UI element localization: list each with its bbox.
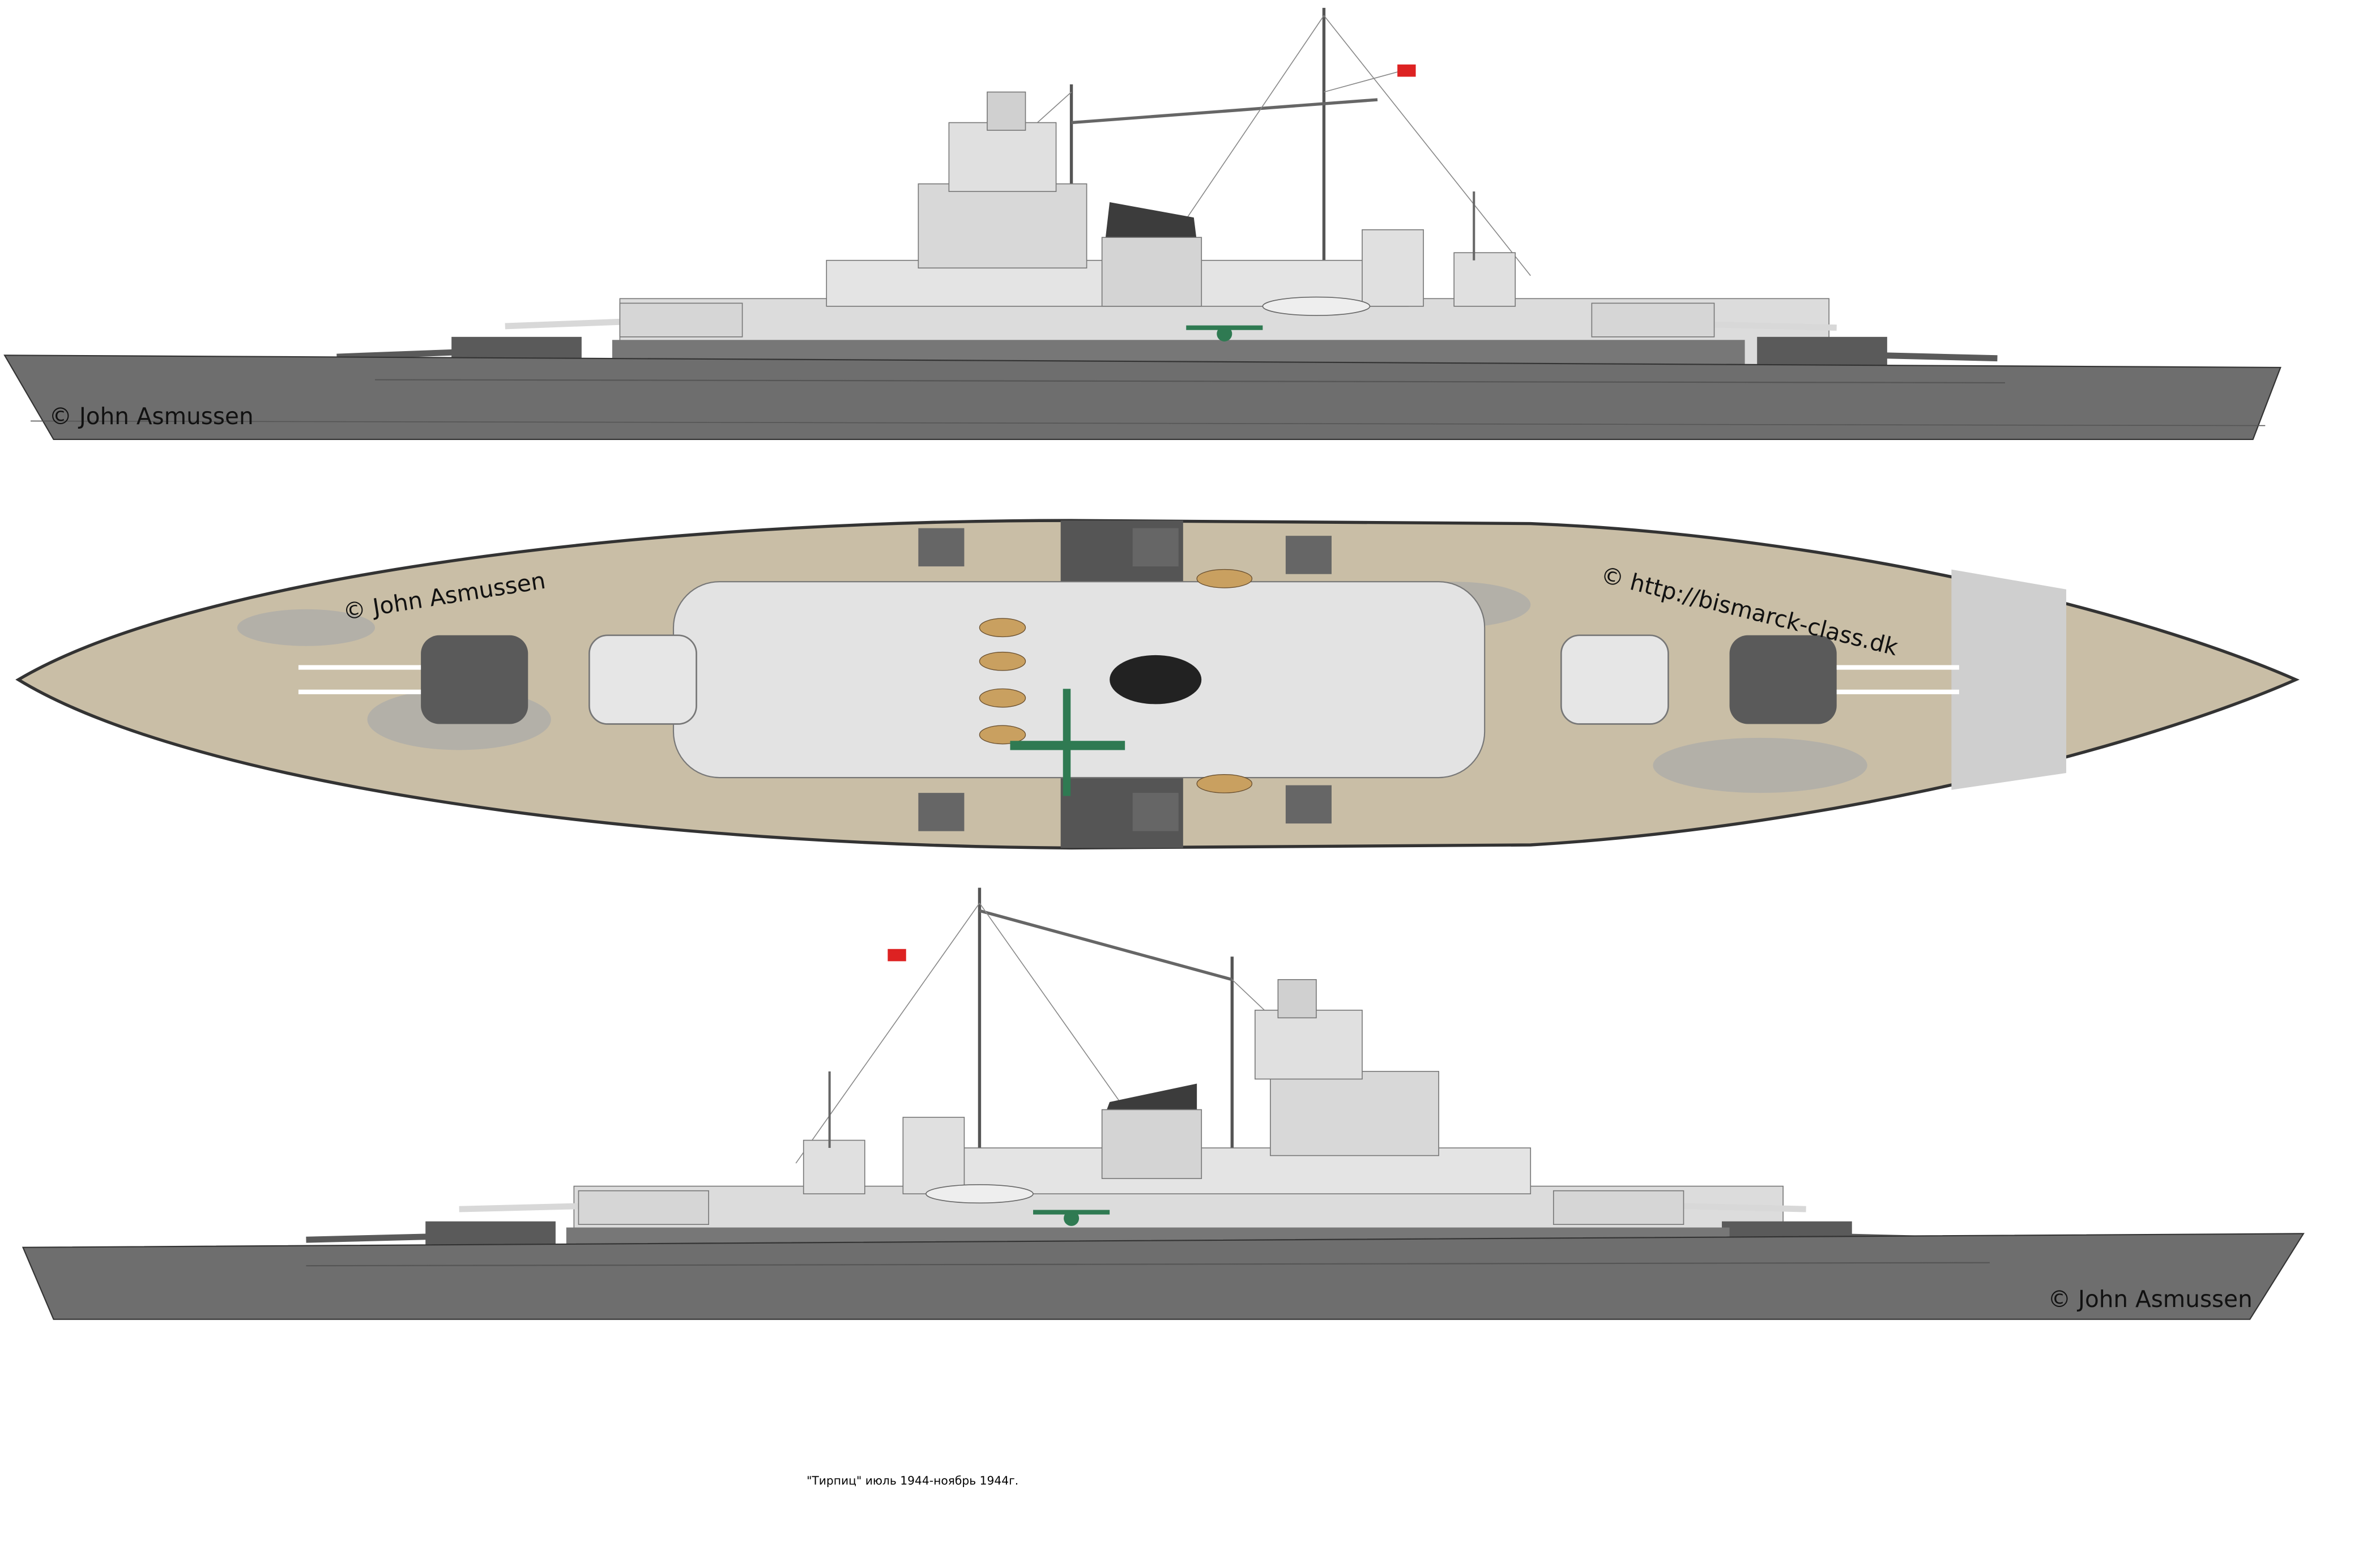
hull: [22, 1233, 2305, 1320]
turret-b: [1552, 1190, 1684, 1225]
hull: [3, 355, 2281, 440]
aircraft-icon: [1186, 325, 1263, 341]
aircraft-top-icon: [1010, 689, 1125, 796]
funnel: [1101, 1109, 1202, 1179]
turret-c: [578, 1190, 709, 1225]
top-profile-view: © John Asmussen: [3, 7, 2281, 440]
aircraft-icon: [1033, 1210, 1110, 1226]
caption: "Тирпиц" июль 1944-ноябрь 1944г.: [807, 1474, 1018, 1488]
flag-icon: [888, 949, 906, 962]
turret-c-top: [1560, 634, 1669, 725]
turret-d-top: [1729, 635, 1837, 724]
flag-icon: [1397, 64, 1416, 77]
funnel-cap: [1105, 1083, 1197, 1114]
watermark-bottom: © John Asmussen: [2048, 1286, 2253, 1313]
bottom-profile-view: © John Asmussen: [22, 887, 2305, 1320]
funnel-cap: [1105, 202, 1197, 242]
turret-a-top: [421, 635, 528, 724]
watermark-top: © John Asmussen: [49, 403, 253, 430]
funnel-top: [1110, 655, 1202, 704]
boat: [1262, 296, 1371, 316]
yard: [1071, 98, 1378, 125]
turret-b-top: [588, 634, 697, 725]
turret-b: [619, 302, 743, 338]
boat: [925, 1184, 1034, 1204]
turret-c: [1591, 302, 1715, 338]
funnel: [1101, 237, 1202, 307]
plan-view: © John Asmussen © http://bismarck-class.…: [15, 519, 2300, 850]
